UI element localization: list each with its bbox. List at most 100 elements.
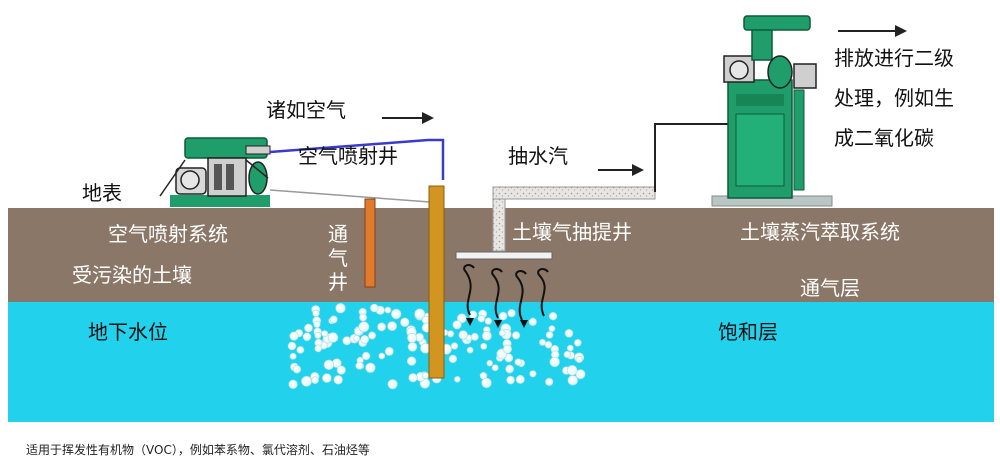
air-bubble — [545, 331, 554, 339]
discharge-line-1: 排放进行二级 — [834, 46, 954, 70]
air-bubble — [458, 330, 468, 340]
air-bubble — [567, 375, 578, 386]
air-bubble — [387, 379, 398, 390]
contaminated-soil-label: 受污染的土壤 — [72, 263, 192, 287]
air-bubble — [360, 334, 370, 344]
air-bubble — [484, 317, 492, 325]
air-bubble — [407, 341, 418, 352]
air-bubble — [304, 323, 313, 333]
air-bubble — [506, 375, 515, 385]
air-bubble — [333, 375, 343, 385]
air-bubble — [450, 342, 459, 350]
air-bubbles — [287, 303, 586, 390]
air-sparging-well-label: 空气喷射井 — [298, 144, 398, 168]
air-bubble — [447, 330, 455, 338]
sve-extraction-well — [455, 186, 656, 260]
air-bubble — [384, 306, 392, 314]
vapor-drop-arrows — [466, 318, 528, 328]
air-bubble — [528, 317, 537, 327]
air-bubble — [302, 332, 312, 342]
air-bubble — [301, 375, 312, 387]
air-bubble — [387, 321, 397, 331]
sve-system-label: 土壤蒸汽萃取系统 — [740, 220, 900, 244]
air-bubble — [481, 330, 492, 341]
air-bubble — [391, 308, 402, 320]
air-bubble — [322, 373, 332, 383]
air-bubble — [538, 338, 546, 346]
air-bubble — [486, 359, 494, 367]
groundwater-table-label: 地下水位 — [88, 320, 168, 344]
air-bubble — [498, 311, 508, 321]
air-bubble — [466, 346, 474, 354]
extract-vapor-label: 抽水汽 — [508, 144, 568, 168]
air-bubble — [335, 303, 346, 314]
air-bubble — [311, 376, 319, 385]
vent-well-pipe — [364, 198, 376, 288]
air-bubble — [314, 344, 323, 353]
air-bubble — [407, 332, 418, 343]
air-bubble — [323, 359, 335, 370]
air-bubble — [408, 373, 418, 383]
air-bubble — [448, 354, 458, 364]
air-bubble — [563, 350, 571, 359]
saturated-zone-label: 饱和层 — [718, 320, 778, 344]
air-bubble — [313, 320, 321, 329]
air-bubble — [514, 358, 522, 366]
air-bubble — [292, 365, 302, 374]
air-bubble — [505, 364, 515, 374]
air-bubble — [452, 320, 462, 330]
air-bubble — [575, 369, 586, 380]
air-bubble — [321, 330, 329, 338]
air-bubble — [575, 355, 583, 364]
air-bubble — [573, 338, 582, 347]
vapor-pipe — [654, 123, 740, 192]
air-bubble — [336, 365, 346, 375]
air-bubble — [312, 309, 320, 317]
air-bubble — [359, 313, 368, 322]
air-sparging-well-pipe — [428, 185, 445, 379]
air-bubble — [368, 331, 377, 340]
air-bubble — [287, 341, 297, 351]
air-bubble — [353, 334, 361, 342]
air-bubble — [511, 331, 521, 340]
air-bubble — [361, 351, 371, 361]
air-bubble — [480, 342, 488, 350]
diagram-canvas — [8, 15, 994, 422]
air-pipe — [269, 138, 445, 180]
air-bubble — [548, 312, 558, 321]
air-bubble — [549, 356, 560, 368]
air-bubble — [545, 377, 554, 387]
air-bubble — [515, 374, 525, 384]
air-bubble — [507, 309, 516, 318]
air-bubble — [400, 317, 410, 327]
air-bubble — [491, 364, 499, 372]
air-bubble — [377, 322, 386, 332]
extract-vapor-arrow — [598, 164, 644, 176]
ground-surface-label: 地表 — [82, 181, 122, 205]
air-bubble — [453, 375, 461, 383]
air-compressor — [159, 137, 271, 207]
air-bubble — [289, 331, 299, 341]
air-bubble — [329, 315, 338, 324]
air-bubble — [365, 362, 376, 373]
air-bubble — [296, 345, 305, 354]
discharge-line-3: 成二氧化碳 — [834, 126, 934, 150]
air-bubble — [564, 328, 574, 338]
air-bubble — [498, 329, 506, 337]
air-bubble — [406, 356, 417, 366]
air-bubble — [355, 361, 364, 370]
air-bubble — [369, 303, 379, 313]
air-bubble — [421, 371, 429, 379]
air-bubble — [384, 346, 394, 356]
air-bubble — [314, 331, 322, 339]
air-bubble — [378, 352, 386, 360]
vapor-flow-arrows — [463, 264, 549, 321]
such-as-air-label: 诸如空气 — [266, 98, 346, 122]
air-bubble — [327, 332, 339, 343]
air-bubble — [289, 352, 297, 360]
air-bubble — [288, 379, 298, 389]
air-bubble — [477, 314, 486, 323]
air-bubble — [566, 364, 578, 376]
soil-vapor-extraction-well-label: 土壤气抽提井 — [512, 220, 632, 244]
discharge-line-2: 处理，例如生 — [834, 86, 954, 110]
